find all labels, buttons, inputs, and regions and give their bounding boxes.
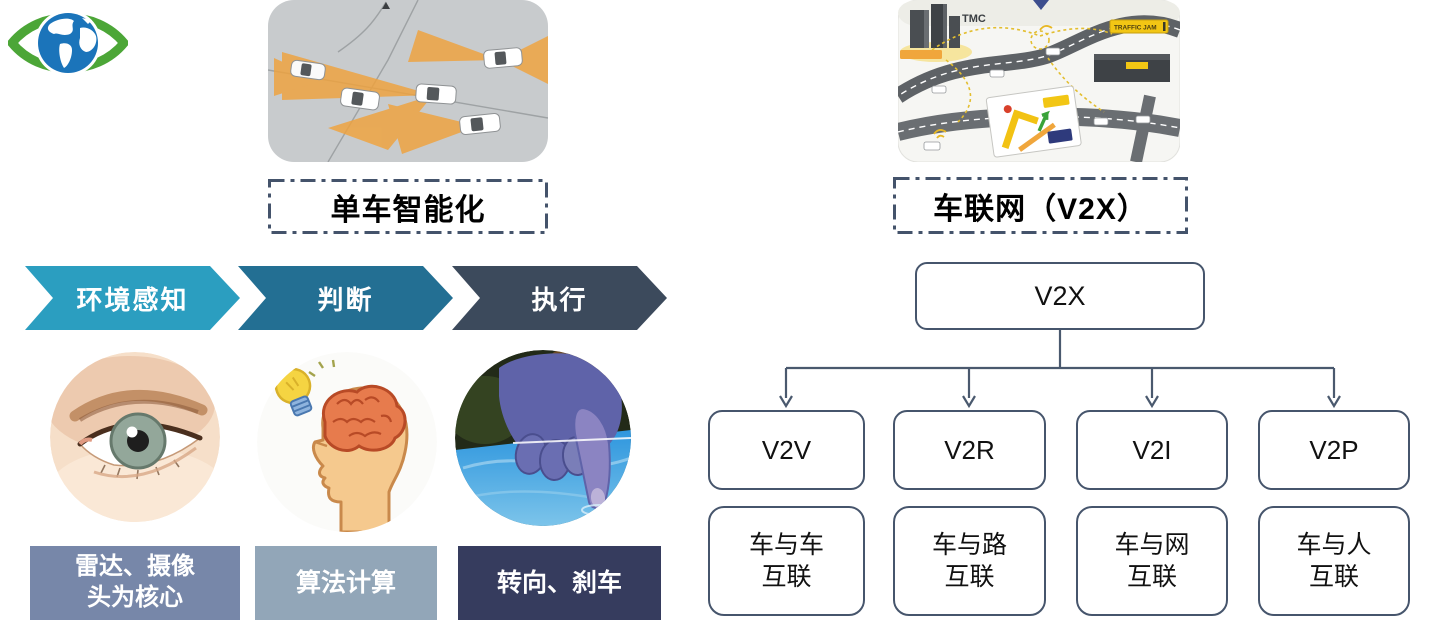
brain-lightbulb-drawing [257,352,437,532]
eye-globe-logo [6,4,130,82]
eye-globe-icon [6,10,130,76]
flow-step-execution: 执行 [452,266,667,330]
caption-steer-brake: 转向、刹车 [458,546,661,620]
right-title-dashed-border [893,177,1188,234]
right-title: 车联网（V2X） [933,192,1148,226]
caption-algorithm: 算法计算 [255,546,437,620]
human-eye-photo [50,352,220,522]
tree-node-v2r: V2R [893,410,1046,490]
tree-node-v2v: V2V [708,410,865,490]
flow-step-label: 执行 [531,284,588,315]
flow-step-judgment: 判断 [238,266,453,330]
finger-touchscreen-photo [455,350,631,526]
tree-node-v2p: V2P [1258,410,1410,490]
left-title-box: 单车智能化 [268,179,548,234]
tree-desc-v2v: 车与车 互联 [708,506,865,616]
tree-desc-v2p: 车与人 互联 [1258,506,1410,616]
tree-desc-v2r: 车与路 互联 [893,506,1046,616]
v2x-traffic-scene-illustration: TMC TRAFFIC JAM [893,0,1183,164]
tree-root-v2x: V2X [915,262,1205,330]
human-eye-icon [50,352,220,522]
brain-lightbulb-icon [257,352,437,532]
flow-step-label: 环境感知 [76,284,189,315]
flow-step-perception: 环境感知 [25,266,240,330]
left-title: 单车智能化 [330,193,486,227]
finger-touch-icon [455,350,631,526]
car-sensor-scene-illustration [267,0,549,163]
right-title-box: 车联网（V2X） [893,177,1188,234]
car-sensor-scene-image [267,0,549,163]
v2x-traffic-scene-image: TMC TRAFFIC JAM [893,0,1183,164]
flow-step-label: 判断 [317,284,374,315]
tmc-label: TMC [962,13,986,25]
traffic-jam-label: TRAFFIC JAM [1114,25,1157,32]
tree-node-v2i: V2I [1076,410,1228,490]
caption-sensors: 雷达、摄像 头为核心 [30,546,240,620]
tree-desc-v2i: 车与网 互联 [1076,506,1228,616]
left-title-dashed-border [268,179,548,234]
